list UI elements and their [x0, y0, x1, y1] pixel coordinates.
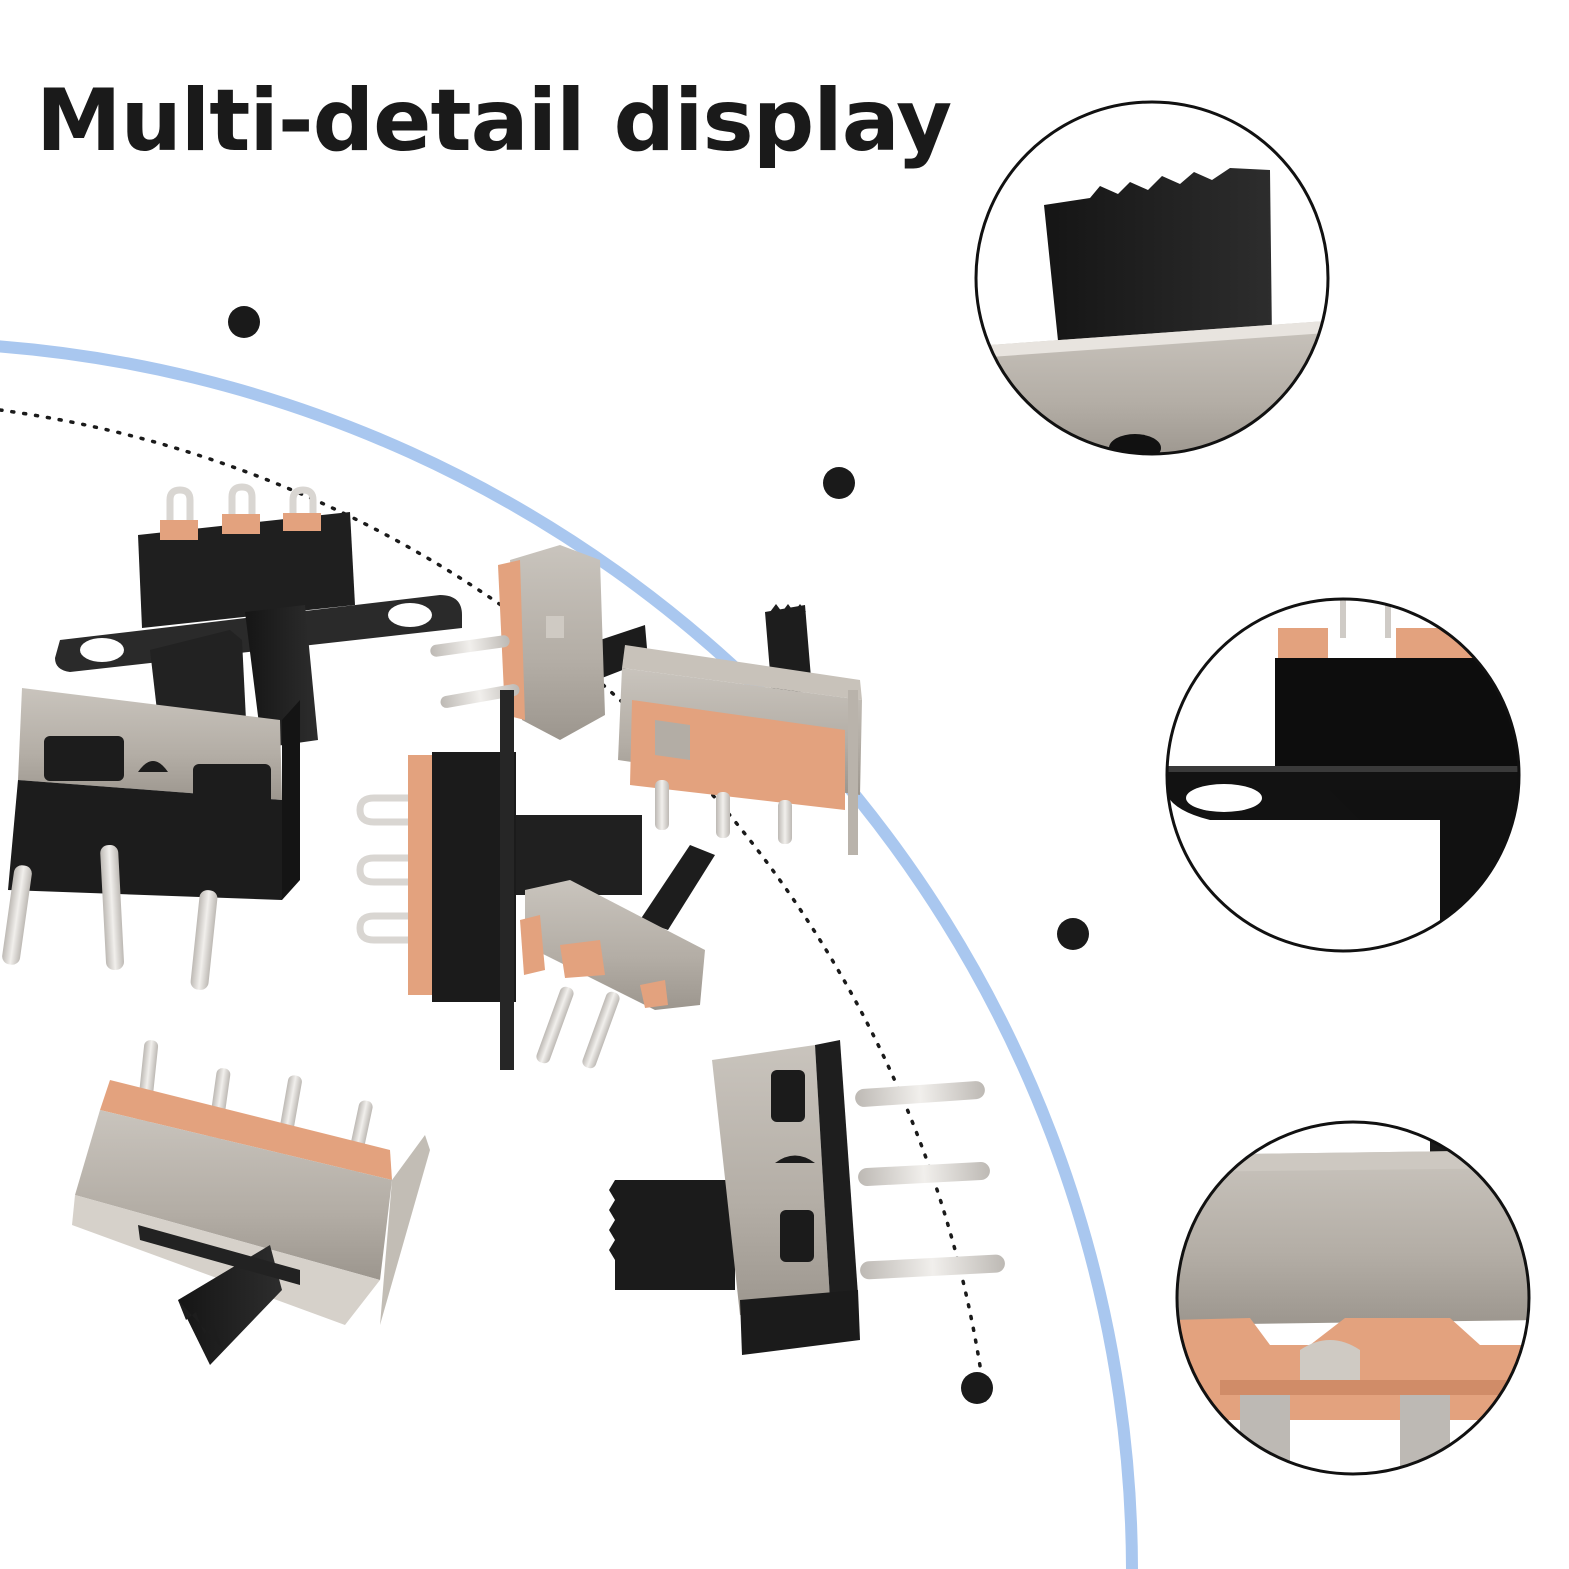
arc-marker-2	[823, 467, 855, 499]
slide-switch-upright-left	[2, 630, 300, 990]
detail-view-actuator	[974, 100, 1330, 456]
slide-switch-bottom-left	[72, 1040, 430, 1365]
slide-switch-center-black	[356, 690, 642, 1070]
dotted-arc	[0, 408, 987, 1402]
slide-switch-small-angled	[430, 545, 648, 740]
arc-marker-3	[1057, 918, 1089, 950]
page-title: Multi-detail display	[36, 71, 952, 171]
detail-view-bracket	[1165, 597, 1521, 953]
slide-switch-center-raised	[520, 845, 715, 1069]
slide-switch-metal-right	[618, 604, 862, 855]
detail-view-cover-terminals	[1175, 1120, 1531, 1476]
slide-switch-bottom-right	[609, 1040, 1005, 1355]
arc-marker-4	[961, 1372, 993, 1404]
arc-marker-1	[228, 306, 260, 338]
